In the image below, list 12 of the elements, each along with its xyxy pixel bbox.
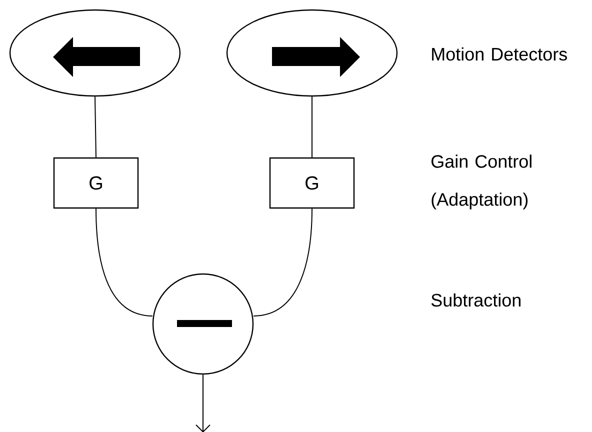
gain-box: G — [53, 157, 139, 209]
connector — [94, 96, 96, 158]
detector-ellipse — [9, 9, 181, 97]
connector — [96, 208, 153, 316]
row-label: Gain Control (Adaptation) — [432, 154, 532, 210]
connector — [253, 208, 312, 316]
connector — [196, 374, 210, 432]
gain-box: G — [269, 157, 355, 209]
subtraction-circle — [152, 273, 254, 375]
row-label: Motion Detectors — [432, 47, 567, 61]
row-label: Subtraction — [431, 293, 520, 307]
detector-ellipse — [226, 9, 398, 97]
